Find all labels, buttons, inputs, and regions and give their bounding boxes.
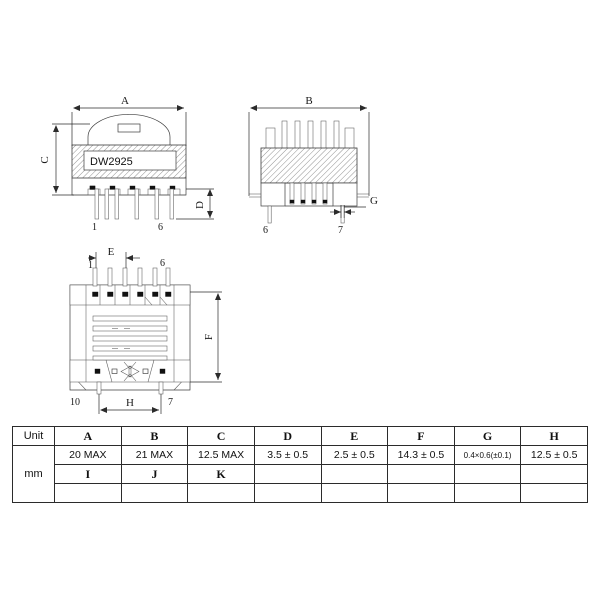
dimension-E: E	[88, 246, 140, 268]
side-view-core	[260, 147, 358, 184]
side-view-top-fins	[265, 120, 355, 150]
bottom-view-center-gap-detail	[105, 359, 155, 383]
bottom-view-top-pins	[92, 267, 172, 305]
table-col-header-h: H	[520, 426, 588, 446]
front-view-leads	[94, 188, 174, 220]
table-cell-h-1: 12.5 ± 0.5	[520, 445, 588, 465]
table-cell-a-3	[54, 483, 122, 503]
table-cell-c-2: K	[187, 464, 255, 484]
front-view-label-plate	[83, 150, 177, 171]
table-row: mm 20 MAX 21 MAX 12.5 MAX 3.5 ± 0.5 2.5 …	[12, 445, 588, 503]
side-view-pin-label-7: 7	[338, 225, 343, 236]
table-cell-g-3	[453, 483, 522, 503]
table-cell-d-2	[253, 464, 322, 484]
dimension-B-label: B	[305, 95, 312, 107]
side-view-bottom-fins	[289, 182, 328, 205]
table-cell-a-2: I	[54, 464, 122, 484]
dimension-H-label: H	[126, 397, 134, 409]
bottom-view-pin-label-10: 10	[70, 397, 80, 408]
dimension-D: D	[176, 188, 214, 220]
table-col-header-b: B	[120, 426, 189, 446]
dimension-F-label: F	[203, 334, 215, 340]
front-view-top-tab	[117, 123, 141, 133]
table-cell-f-3	[387, 483, 455, 503]
dimension-H: H	[98, 394, 162, 414]
dimension-D-label: D	[194, 201, 206, 209]
table-row: I J K	[13, 464, 588, 484]
table-cell-f-2	[387, 464, 455, 484]
dimension-G: G	[330, 195, 378, 218]
front-view: DW2925 1	[39, 95, 214, 233]
bottom-view-winding-slots	[92, 315, 168, 361]
front-view-base-outline	[71, 178, 187, 196]
table-cell-g-1: 0.4×0.6(±0.1)	[453, 445, 522, 465]
table-col-header-c: C	[187, 426, 255, 446]
table-cell-d-3	[253, 483, 322, 503]
front-view-pin-label-1: 1	[92, 222, 97, 233]
table-row	[13, 483, 588, 503]
table-unit-value: mm	[12, 445, 55, 503]
table-col-header-f: F	[387, 426, 455, 446]
table-col-header-g: G	[453, 426, 522, 446]
bottom-view-pin-label-7: 7	[168, 397, 173, 408]
dimension-A: A	[71, 95, 187, 146]
table-cell-b-1: 21 MAX	[120, 445, 189, 465]
dimension-C: C	[39, 123, 90, 196]
dimension-F: F	[190, 291, 222, 383]
table-cell-e-2	[320, 464, 389, 484]
bottom-view-pin-label-1: 1	[88, 260, 93, 271]
table-col-header-a: A	[54, 426, 122, 446]
table-col-header-d: D	[253, 426, 322, 446]
table-cell-e-3	[320, 483, 389, 503]
table-col-header-e: E	[320, 426, 389, 446]
side-view-leads	[267, 205, 345, 224]
table-cell-e-1: 2.5 ± 0.5	[320, 445, 389, 465]
table-cell-b-3	[120, 483, 189, 503]
table-header-row: Unit A B C D E F G H	[12, 426, 588, 446]
dimension-E-label: E	[108, 246, 115, 258]
table-cell-g-2	[453, 464, 522, 484]
side-view-flange-right	[332, 182, 358, 207]
bottom-view-pin-label-6: 6	[160, 258, 165, 269]
table-cell-h-3	[520, 483, 588, 503]
dimension-table: Unit A B C D E F G H mm 20 MAX 21 MAX 12…	[12, 426, 588, 503]
table-cell-c-3	[187, 483, 255, 503]
bottom-view-bottom-rail	[69, 359, 191, 383]
side-view-flange-left	[260, 182, 286, 207]
table-cell-b-2: J	[120, 464, 189, 484]
table-unit-header: Unit	[12, 426, 55, 446]
dimension-A-label: A	[121, 95, 129, 107]
dimension-B: B	[248, 95, 370, 196]
part-number-label: DW2925	[90, 156, 133, 168]
bottom-view: E 1 6 10 7 F H	[69, 246, 222, 414]
side-view: 6 7 B G	[248, 95, 378, 236]
front-view-pin-label-6: 6	[158, 222, 163, 233]
dimension-table-container: Unit A B C D E F G H mm 20 MAX 21 MAX 12…	[12, 426, 588, 503]
table-cell-h-2	[520, 464, 588, 484]
side-view-pin-label-6: 6	[263, 225, 268, 236]
table-cell-f-1: 14.3 ± 0.5	[387, 445, 455, 465]
front-view-dome-outline	[87, 114, 171, 145]
table-cell-a-1: 20 MAX	[54, 445, 122, 465]
table-cell-d-1: 3.5 ± 0.5	[253, 445, 322, 465]
dimension-C-label: C	[39, 156, 51, 163]
front-view-pin-roots	[72, 185, 186, 196]
dimension-G-label: G	[370, 195, 378, 207]
table-cell-c-1: 12.5 MAX	[187, 445, 255, 465]
